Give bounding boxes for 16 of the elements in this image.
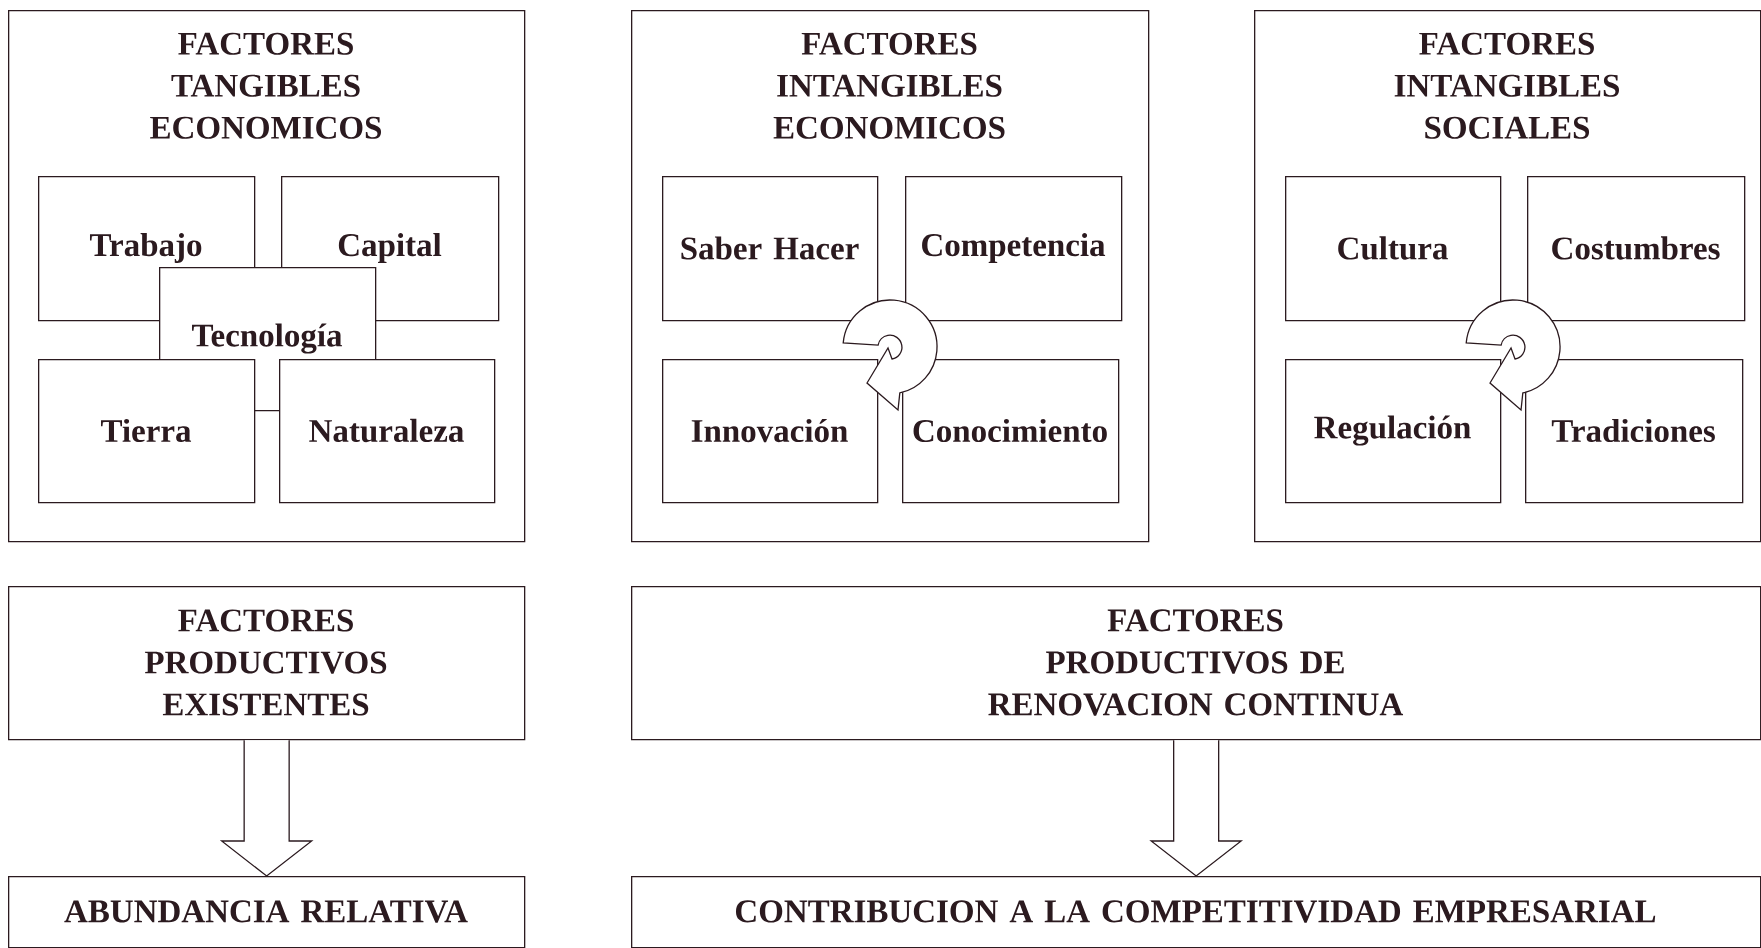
factor-box: Conocimiento	[902, 359, 1120, 504]
factor-box: Saber Hacer	[662, 176, 879, 322]
factor-box: Cultura	[1285, 176, 1502, 322]
factor-box: Tradiciones	[1525, 359, 1744, 504]
summary-box: FACTORES PRODUCTIVOS DE RENOVACION CONTINUA	[631, 586, 1761, 741]
summary-box: ABUNDANCIA RELATIVA	[8, 876, 526, 948]
factor-box: Costumbres	[1527, 176, 1746, 322]
factor-box: Innovación	[662, 359, 879, 504]
factor-box: Competencia	[905, 176, 1123, 322]
factor-box: Tierra	[38, 359, 256, 504]
summary-box: FACTORES PRODUCTIVOS EXISTENTES	[8, 586, 526, 741]
block-arrow	[219, 739, 314, 877]
factor-box: Regulación	[1285, 359, 1502, 504]
block-arrow	[1149, 739, 1244, 877]
summary-box: CONTRIBUCION A LA COMPETITIVIDAD EMPRESARIAL	[631, 876, 1761, 948]
factor-box: Naturaleza	[279, 359, 496, 504]
